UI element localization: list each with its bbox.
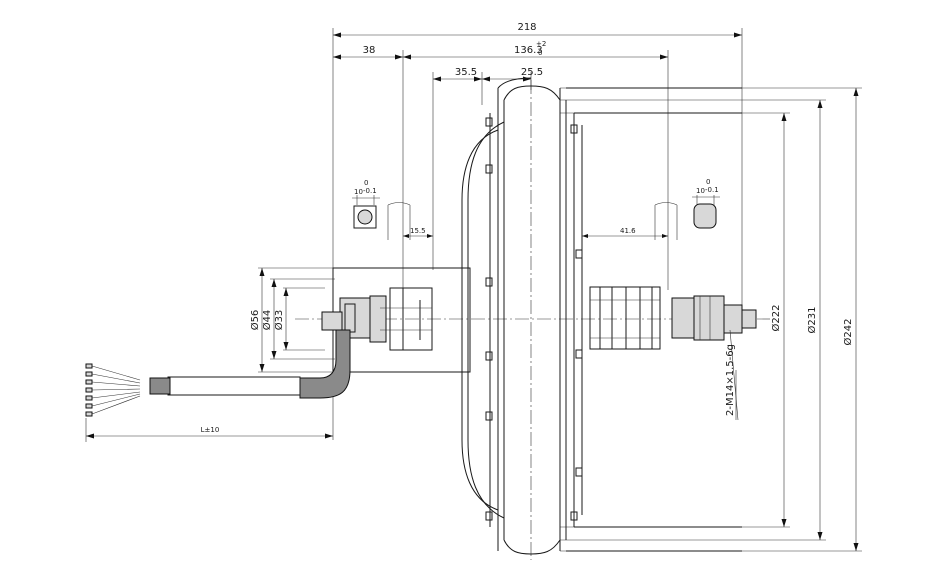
dim-left-axle-offset: 15.5 bbox=[410, 227, 426, 235]
hub-shell bbox=[461, 77, 742, 555]
left-flat-detail: 10 0 -0.1 bbox=[352, 179, 380, 229]
right-flat-detail: 10 0 -0.1 bbox=[692, 178, 720, 229]
thread-callout: 2-M14×1.5-6g bbox=[725, 329, 739, 421]
dim-overall-width: 218 bbox=[517, 22, 536, 33]
flat-left-tol-lower: -0.1 bbox=[363, 187, 377, 195]
dim-right-axle-offset: 41.6 bbox=[620, 227, 636, 235]
dim-hub-left: 38 bbox=[363, 45, 376, 56]
dim-hub-width: 136.3 bbox=[514, 45, 543, 56]
thread-spec: 2-M14×1.5-6g bbox=[725, 344, 736, 416]
dim-dia-44: Ø44 bbox=[261, 310, 273, 331]
diameter-dimensions-right: Ø242 Ø231 Ø222 bbox=[560, 87, 862, 552]
dim-dia-242: Ø242 bbox=[842, 319, 854, 346]
flat-right-value: 10 bbox=[696, 187, 705, 195]
dim-dia-56: Ø56 bbox=[249, 310, 261, 331]
flat-left-value: 10 bbox=[354, 188, 363, 196]
dim-dia-231: Ø231 bbox=[806, 307, 818, 334]
top-dimensions: 218 38 136.3 +2 0 35.5 25.5 bbox=[332, 22, 743, 440]
dim-dia-33: Ø33 bbox=[273, 310, 285, 331]
dim-hub-width-tol-upper: +2 bbox=[536, 40, 546, 48]
dim-center-to-flange: 25.5 bbox=[521, 67, 543, 78]
dim-left-to-center: 35.5 bbox=[455, 67, 477, 78]
axle-offset-dimensions: 15.5 41.6 bbox=[403, 227, 668, 238]
flat-left-tol-upper: 0 bbox=[364, 179, 368, 187]
dim-cable-length: L±10 bbox=[201, 426, 220, 434]
cable-length-dimension: L±10 bbox=[85, 418, 333, 442]
right-axle-assembly bbox=[589, 286, 757, 350]
flat-right-tol-lower: -0.1 bbox=[705, 186, 719, 194]
flat-right-tol-upper: 0 bbox=[706, 178, 710, 186]
dim-dia-222: Ø222 bbox=[770, 305, 782, 332]
motor-cable bbox=[85, 329, 351, 417]
dim-hub-width-tol-lower: 0 bbox=[538, 49, 542, 57]
diameter-dimensions-left: Ø56 Ø44 Ø33 bbox=[249, 267, 470, 373]
